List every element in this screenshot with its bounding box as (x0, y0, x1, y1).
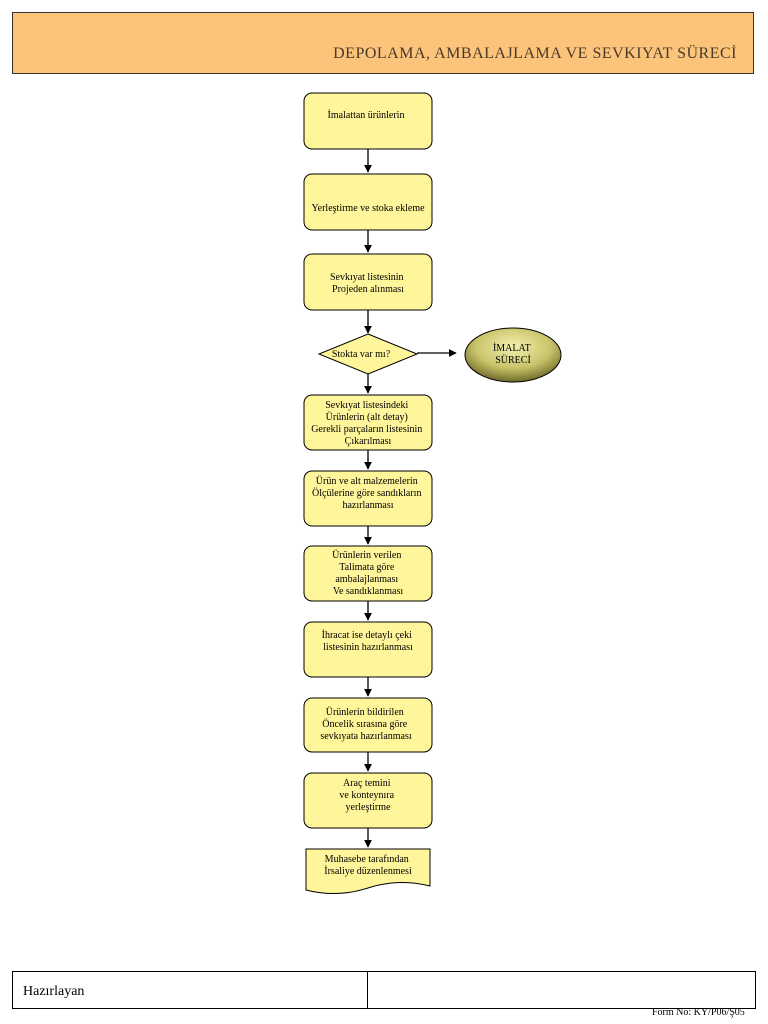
process-step-7: İhracat ise detaylı çeki listesinin hazı… (303, 621, 433, 678)
decision-stock: Stokta var mı? (317, 333, 419, 375)
page-title: DEPOLAMA, AMBALAJLAMA VE SEVKIYAT SÜRECİ (333, 45, 737, 62)
terminal-imalat-sureci: İMALAT SÜRECİ (464, 327, 562, 383)
svg-text:Araç temini ve konteynır: Araç temini ve konteynıra yerleştirme (339, 778, 396, 813)
signature-table: Hazırlayan (12, 971, 756, 1009)
process-step-1: İmalattan ürünlerin (303, 92, 433, 150)
svg-text:İmalattan ürünlerin: İmalattan ürünlerin (328, 109, 405, 121)
process-step-5: Ürün ve alt malzemelerin Ölçülerine göre… (303, 470, 433, 527)
header-bar: DEPOLAMA, AMBALAJLAMA VE SEVKIYAT SÜRECİ (12, 12, 754, 74)
process-step-3: Sevkıyat listesinin Projeden alınması (303, 253, 433, 311)
document-irsaliye: Muhasebe tarafından İrsaliye düzenlenmes… (305, 848, 431, 894)
process-step-9: Araç temini ve konteynıra yerleştirme (303, 772, 433, 829)
svg-text:Stokta var mı?: Stokta var mı? (332, 349, 391, 360)
flowchart: İmalattan ürünlerin Yerleştirme ve stoka… (303, 92, 562, 894)
svg-text:Ürünlerin verilen Talima: Ürünlerin verilen Talimata göre ambalajl… (332, 549, 404, 597)
svg-text:Yerleştirme ve stoka ekleme: Yerleştirme ve stoka ekleme (311, 203, 425, 214)
svg-text:Ürünlerin bildirilen Önc: Ürünlerin bildirilen Öncelik sırasına gö… (320, 706, 412, 742)
process-step-2: Yerleştirme ve stoka ekleme (303, 173, 433, 231)
process-step-8: Ürünlerin bildirilen Öncelik sırasına gö… (303, 697, 433, 753)
svg-text:Ürün ve alt malzemelerin: Ürün ve alt malzemelerin Ölçülerine göre… (312, 475, 424, 511)
prepared-by-label: Hazırlayan (13, 972, 368, 1008)
process-step-4: Sevkıyat listesindeki Ürünlerin (alt det… (303, 394, 433, 451)
svg-text:İMALAT SÜRECİ: İMALAT SÜRECİ (493, 342, 533, 366)
prepared-by-value (368, 972, 755, 1008)
connectors (364, 149, 457, 848)
process-step-6: Ürünlerin verilen Talimata göre ambalajl… (303, 545, 433, 602)
form-number: Form No: KY/P06/Ş05 (652, 1007, 745, 1018)
svg-text:Sevkıyat listesinin Proj: Sevkıyat listesinin Projeden alınması (330, 272, 406, 295)
svg-text:İhracat ise detaylı çeki: İhracat ise detaylı çeki listesinin hazı… (322, 629, 415, 653)
svg-text:Muhasebe tarafından İrsa: Muhasebe tarafından İrsaliye düzenlenmes… (324, 854, 412, 877)
svg-text:Sevkıyat listesindeki Ür: Sevkıyat listesindeki Ürünlerin (alt det… (311, 400, 425, 447)
